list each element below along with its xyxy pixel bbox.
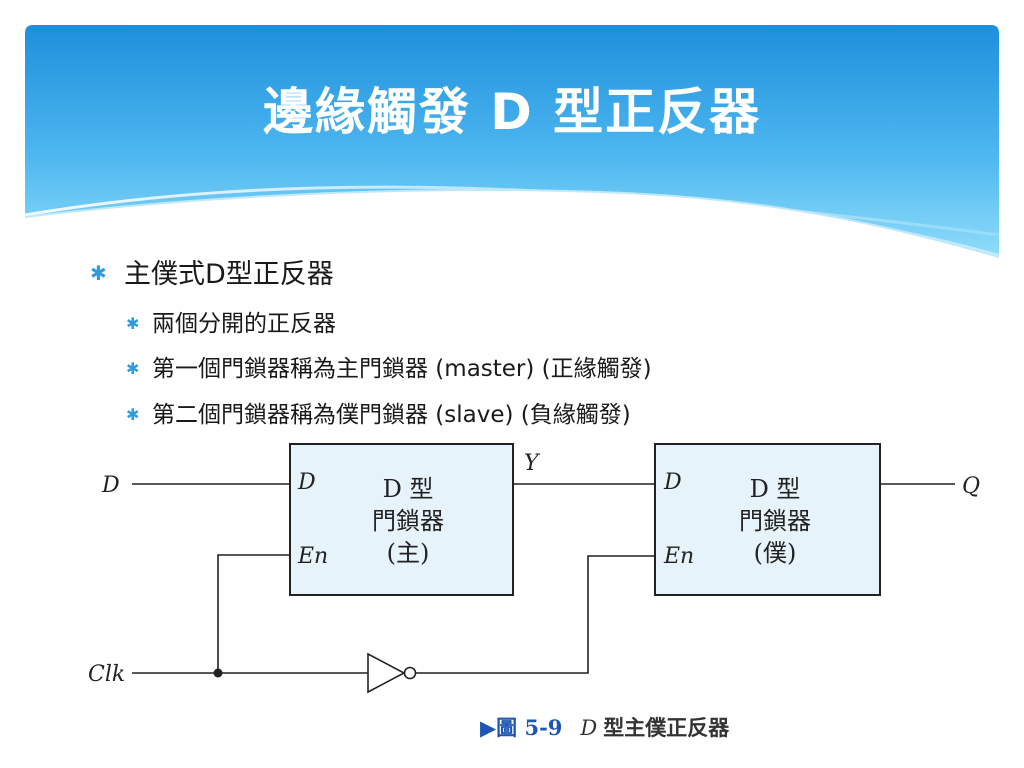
slave-role: (僕) [754, 539, 797, 567]
bullet-star-icon: ✱ [126, 359, 140, 378]
master-pin-d: D [297, 470, 316, 495]
bullet-text: 主僕式D型正反器 [124, 259, 334, 290]
slave-subtitle: 門鎖器 [739, 507, 811, 535]
bullet-item: ✱ 主僕式D型正反器 [90, 252, 334, 291]
caption-figure-number: 圖 5-9 [496, 715, 563, 740]
input-d-label: D [101, 473, 120, 498]
bullet-item: ✱ 兩個分開的正反器 [126, 304, 336, 338]
inverter-bubble [403, 666, 417, 680]
master-pin-en: En [297, 544, 328, 569]
bullet-star-icon: ✱ [126, 405, 140, 424]
input-clk-label: Clk [88, 662, 125, 687]
bullet-item: ✱ 第二個門鎖器稱為僕門鎖器 (slave) (負緣觸發) [126, 395, 631, 429]
caption-text: 型主僕正反器 [603, 715, 730, 740]
slave-pin-en: En [663, 544, 694, 569]
junction-dot [213, 668, 223, 678]
slave-title: D 型 [750, 475, 801, 503]
bullet-star-icon: ✱ [126, 314, 140, 333]
master-subtitle: 門鎖器 [372, 507, 444, 535]
signal-y-label: Y [524, 451, 541, 476]
bullet-text: 第二個門鎖器稱為僕門鎖器 (slave) (負緣觸發) [152, 402, 631, 428]
bullet-text: 第一個門鎖器稱為主門鎖器 (master) (正緣觸發) [152, 356, 652, 382]
slave-latch-block [654, 443, 881, 596]
inverter-triangle [367, 652, 406, 694]
slide-title: 邊緣觸發 D 型正反器 [262, 83, 762, 141]
bullet-item: ✱ 第一個門鎖器稱為主門鎖器 (master) (正緣觸發) [126, 349, 652, 383]
output-q-label: Q [962, 474, 980, 499]
master-latch-block [289, 443, 514, 596]
bullet-text: 兩個分開的正反器 [152, 311, 336, 337]
bullet-star-icon: ✱ [90, 261, 107, 285]
master-title: D 型 [383, 475, 434, 503]
header-banner [25, 25, 999, 275]
master-role: (主) [387, 539, 430, 567]
wire-master-en [217, 554, 290, 673]
wire-slave-en [416, 555, 655, 674]
slave-pin-d: D [663, 470, 682, 495]
caption-marker-icon: ▶ [480, 715, 497, 740]
caption-italic: D [580, 716, 598, 740]
